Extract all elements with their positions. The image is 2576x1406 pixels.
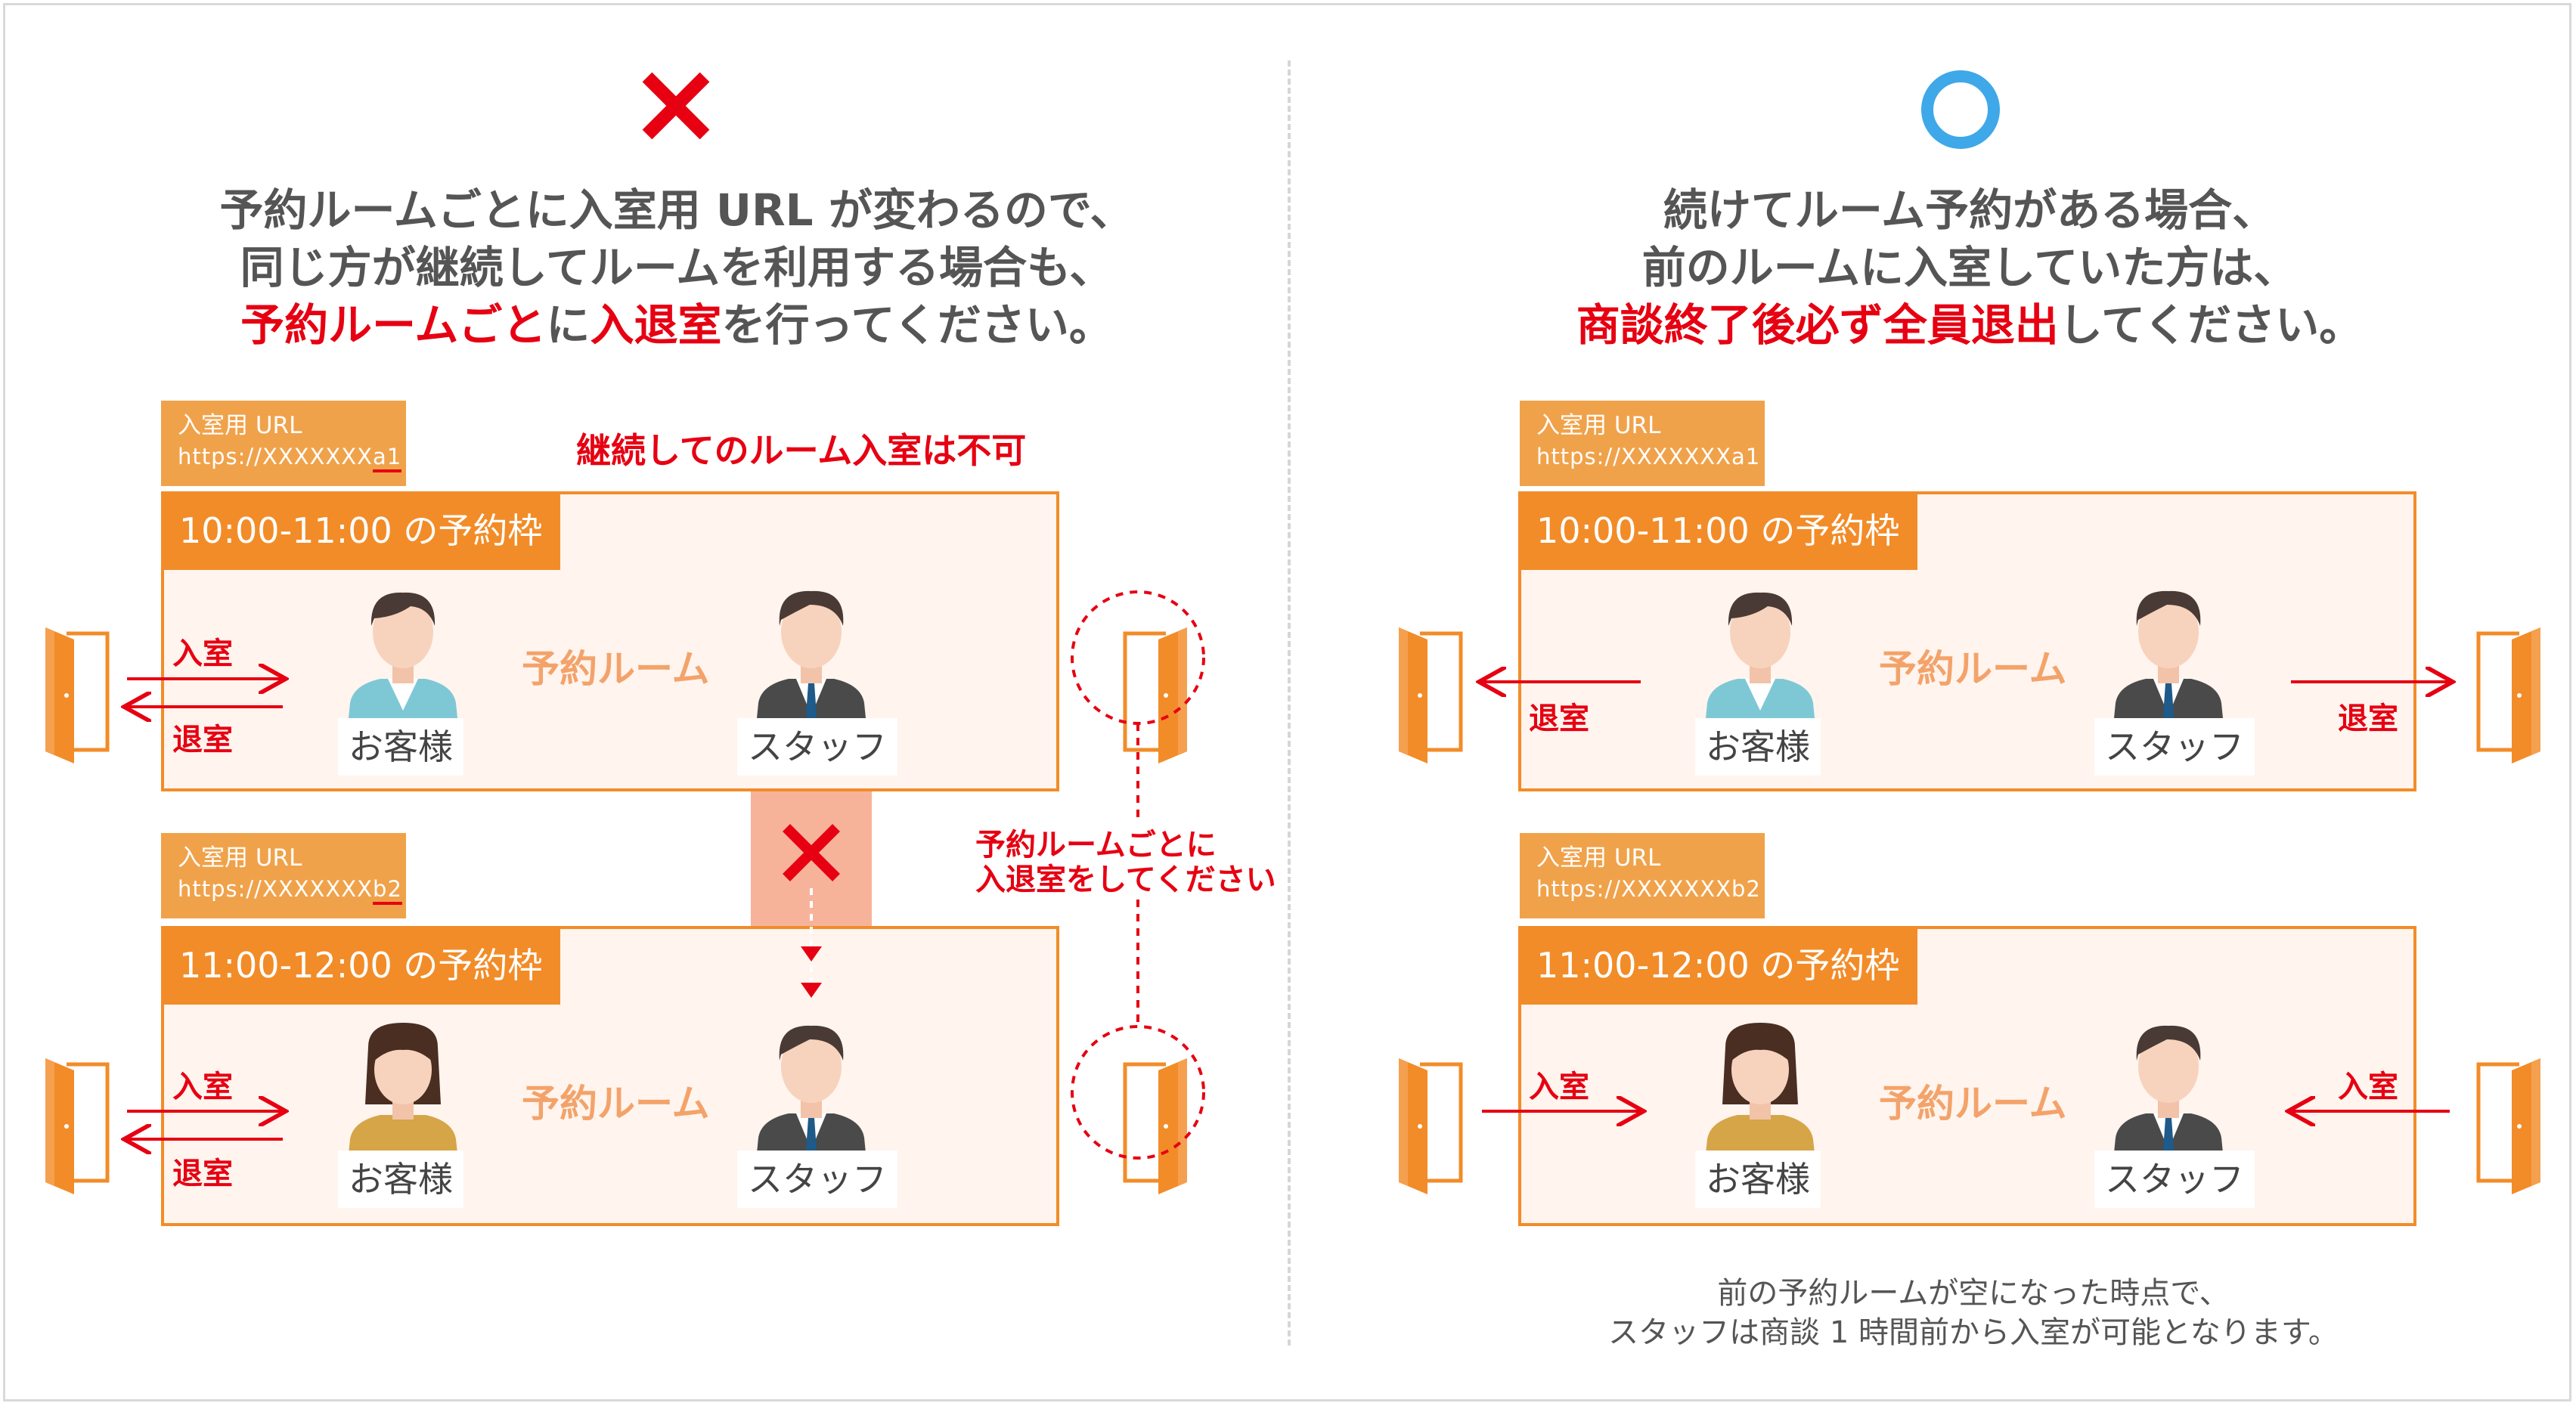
guest-name-label: お客様: [1695, 1151, 1821, 1208]
right-room1-label: 予約ルーム: [1879, 647, 2067, 691]
left-room1-label: 予約ルーム: [522, 647, 710, 691]
footnote-line1: 前の予約ルームが空になった時点で、: [1717, 1276, 2230, 1311]
url-text: https://XXXXXXXa1: [1536, 444, 1761, 469]
left-room2-slot: 11:00-12:00 の予約枠: [161, 926, 561, 1005]
left-heading-b: に: [546, 299, 591, 351]
left-heading-line2: 同じ方が継続してルームを利用する場合も、: [240, 242, 1114, 293]
url-suffix: b2: [373, 876, 402, 905]
exit-label: 退室: [1529, 701, 1589, 736]
enter-label: 入室: [172, 1070, 233, 1104]
cross-icon: [783, 824, 840, 881]
staff-name-label: スタッフ: [737, 1151, 897, 1208]
right-heading-rest: してください。: [2058, 299, 2364, 351]
down-arrowhead: [801, 946, 822, 962]
url-label: 入室用 URL: [1536, 412, 1661, 439]
right-room1-slot: 10:00-11:00 の予約枠: [1518, 491, 1918, 570]
left-room2-url-box: 入室用 URL https://XXXXXXXb2: [161, 833, 406, 918]
url-text: https://XXXXXXXa1: [178, 440, 402, 473]
left-heading-line3: 予約ルームごとに入退室を行ってください。: [144, 296, 1210, 354]
right-heading-line2: 前のルームに入室していた方は、: [1641, 242, 2298, 293]
url-text: https://XXXXXXXb2: [178, 872, 402, 906]
staff-name-label: スタッフ: [2094, 1151, 2255, 1208]
left-heading-red-a: 予約ルームごと: [240, 299, 547, 351]
right-room2-label: 予約ルーム: [1879, 1082, 2067, 1126]
enter-label: 入室: [172, 636, 233, 671]
guest-name-label: お客様: [1695, 718, 1821, 776]
enter-label: 入室: [2338, 1070, 2398, 1104]
url-label: 入室用 URL: [178, 412, 302, 439]
enter-label: 入室: [1529, 1070, 1589, 1104]
right-footnote: 前の予約ルームが空になった時点で、 スタッフは商談 1 時間前から入室が可能とな…: [1444, 1274, 2503, 1352]
circle-icon: [1921, 70, 2000, 149]
right-heading-line3: 商談終了後必ず全員退出してください。: [1437, 296, 2503, 354]
exit-label: 退室: [2338, 701, 2398, 736]
right-room1: [1518, 491, 2416, 791]
footnote-line2: スタッフは商談 1 時間前から入室が可能となります。: [1608, 1315, 2339, 1350]
guest-name-label: お客様: [338, 1151, 463, 1208]
right-room2-url-box: 入室用 URL https://XXXXXXXb2: [1520, 833, 1765, 918]
center-divider: [1288, 60, 1291, 1346]
left-ng-mark: [638, 68, 714, 144]
not-allowed-note: 継続してのルーム入室は不可: [576, 430, 1027, 471]
side-note: 予約ルームごとに 入退室をしてください: [975, 828, 1276, 897]
left-room2-label: 予約ルーム: [522, 1082, 710, 1126]
url-label: 入室用 URL: [1536, 844, 1661, 872]
left-heading: 予約ルームごとに入室用 URL が変わるので、 同じ方が継続してルームを利用する…: [144, 181, 1210, 354]
guest-name-label: お客様: [338, 718, 463, 776]
left-room1-url-box: 入室用 URL https://XXXXXXXa1: [161, 401, 406, 486]
right-ok-mark: [1919, 68, 2002, 151]
door-highlight-circle: [1071, 1025, 1205, 1160]
right-room2-slot: 11:00-12:00 の予約枠: [1518, 926, 1918, 1005]
left-room1-slot: 10:00-11:00 の予約枠: [161, 491, 561, 570]
exit-label: 退室: [172, 723, 233, 757]
right-room1-url-box: 入室用 URL https://XXXXXXXa1: [1520, 401, 1765, 486]
right-heading: 続けてルーム予約がある場合、 前のルームに入室していた方は、 商談終了後必ず全員…: [1437, 181, 2503, 354]
left-heading-red-c: 入退室: [590, 299, 722, 351]
outer-frame: [3, 3, 2571, 1401]
right-heading-line1: 続けてルーム予約がある場合、: [1663, 184, 2277, 236]
right-heading-red: 商談終了後必ず全員退出: [1576, 299, 2059, 351]
url-text: https://XXXXXXXb2: [1536, 876, 1761, 902]
url-suffix: a1: [373, 444, 402, 472]
exit-label: 退室: [172, 1157, 233, 1191]
side-note-line1: 予約ルームごとに: [975, 828, 1217, 862]
cross-icon: [642, 72, 710, 140]
side-note-line2: 入退室をしてください: [975, 862, 1276, 897]
url-label: 入室用 URL: [178, 844, 302, 872]
staff-name-label: スタッフ: [737, 718, 897, 776]
staff-name-label: スタッフ: [2094, 718, 2255, 776]
left-heading-d: を行ってください。: [721, 299, 1113, 351]
left-heading-line1: 予約ルームごとに入室用 URL が変わるので、: [219, 184, 1134, 236]
down-arrowhead: [801, 983, 822, 998]
